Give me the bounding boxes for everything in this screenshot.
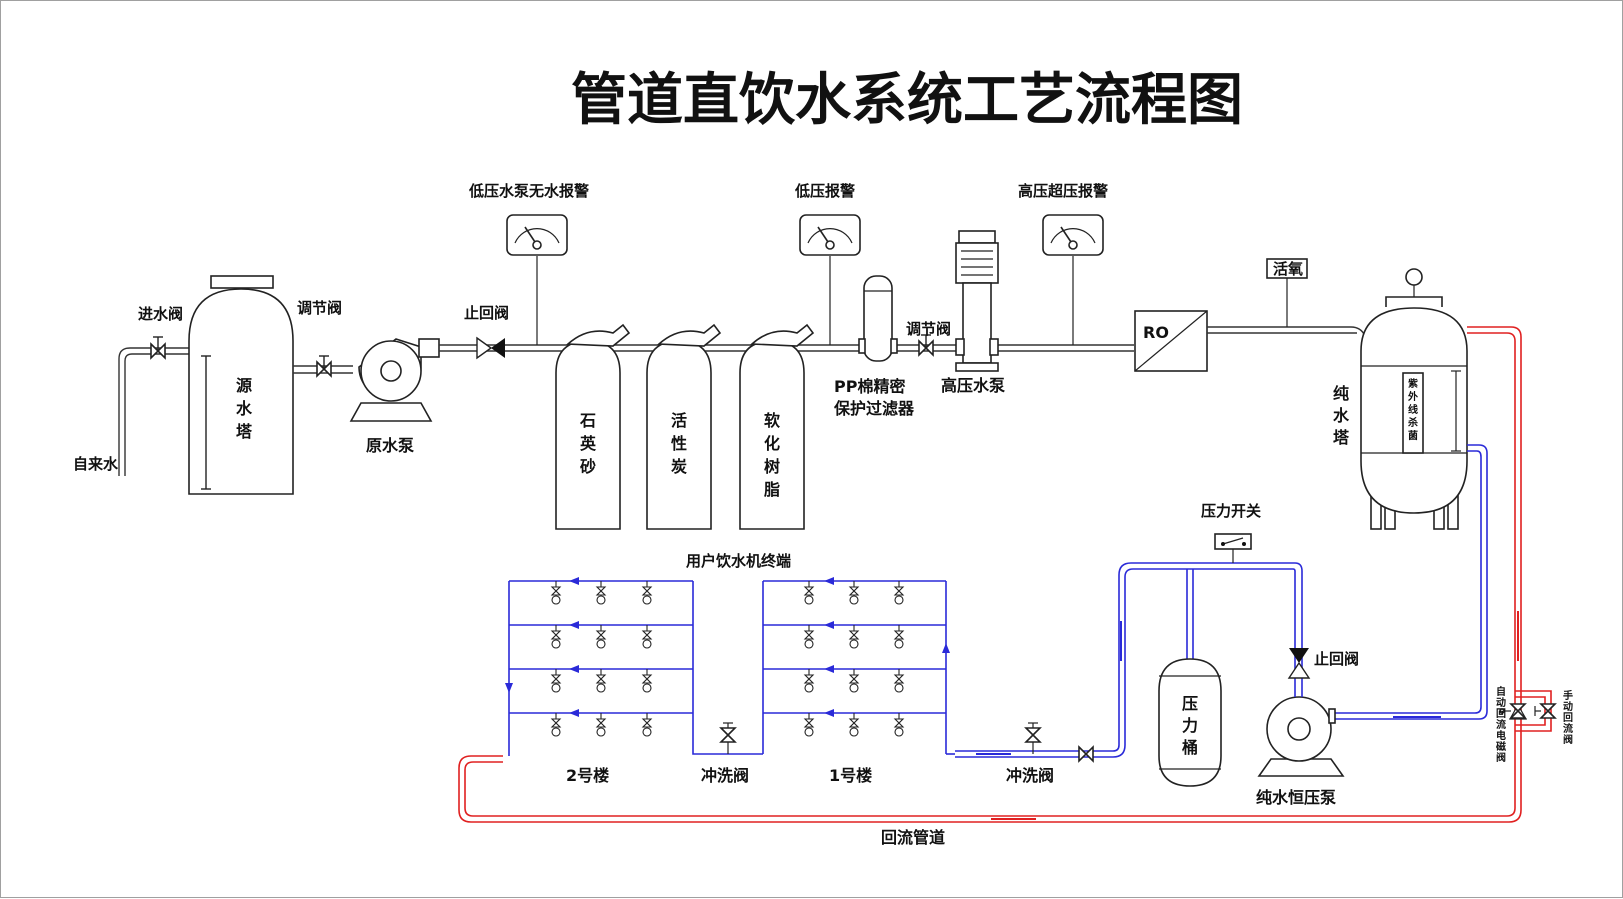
softening-resin-filter (739, 323, 815, 530)
quartz-sand-filter (555, 323, 631, 530)
check-valve-1 (476, 336, 505, 360)
tank-char-1: 压 (1182, 694, 1198, 713)
source-tower-char-3: 塔 (236, 422, 253, 441)
tank-char-2: 力 (1182, 716, 1198, 735)
uv-char-4: 杀 (1408, 416, 1418, 429)
return-pipe-label: 回流管道 (881, 828, 945, 847)
resin-char-1: 软 (764, 411, 780, 430)
manual-valve-char-1: 手 (1563, 689, 1573, 702)
supply-valve (1078, 745, 1094, 763)
pp-precision-filter (858, 275, 898, 362)
pure-tower-char-1: 纯 (1333, 384, 1349, 403)
high-pressure-alarm-label: 高压超压报警 (1018, 182, 1108, 200)
inlet-valve-label: 进水阀 (138, 305, 183, 323)
low-pressure-alarm-label: 低压报警 (794, 182, 855, 200)
tap-water-label: 自来水 (73, 455, 119, 473)
auto-valve-char-2: 动 (1496, 696, 1506, 709)
pp-filter-label-1: PP棉精密 (834, 377, 905, 396)
pure-water-pump (1257, 696, 1345, 777)
auto-valve-char-1: 自 (1496, 685, 1506, 698)
carbon-char-3: 炭 (671, 457, 687, 476)
resin-char-2: 化 (764, 434, 780, 453)
check-valve-1-label: 止回阀 (464, 304, 509, 322)
high-pressure-pump-label: 高压水泵 (941, 376, 1005, 395)
pure-water-tower (1360, 268, 1468, 530)
diagram-title: 管道直饮水系统工艺流程图 (571, 68, 1243, 133)
pp-filter-label-2: 保护过滤器 (833, 399, 915, 418)
high-pressure-pump (955, 230, 999, 372)
ro-label: RO (1143, 323, 1169, 342)
resin-char-3: 树 (764, 457, 780, 476)
regulating-valve-1-label: 调节阀 (297, 299, 342, 317)
uv-char-1: 紫 (1408, 377, 1418, 390)
auto-valve-char-7: 阀 (1496, 751, 1506, 764)
quartz-char-1: 石 (579, 411, 596, 430)
auto-valve-char-4: 流 (1496, 718, 1506, 731)
low-pressure-gauge (799, 214, 861, 256)
flush-valve-2-label: 冲洗阀 (1006, 766, 1054, 785)
auto-return-solenoid-valve (1499, 703, 1528, 720)
flush-valve-1 (719, 722, 737, 754)
building-2-label: 2号楼 (566, 766, 609, 785)
uv-char-3: 线 (1408, 403, 1418, 416)
manual-valve-char-3: 回 (1563, 712, 1573, 724)
ro-membrane (1134, 310, 1208, 372)
quartz-char-2: 英 (579, 434, 597, 453)
resin-char-4: 脂 (764, 480, 780, 499)
manual-valve-char-2: 动 (1563, 700, 1573, 713)
user-terminal-label: 用户饮水机终端 (686, 552, 791, 570)
auto-valve-char-6: 磁 (1496, 740, 1506, 753)
building-1-label: 1号楼 (829, 766, 872, 785)
auto-valve-char-5: 电 (1496, 729, 1506, 742)
raw-pump-label: 原水泵 (366, 436, 414, 455)
uv-char-2: 外 (1407, 390, 1418, 403)
low-pressure-pump-alarm-label: 低压水泵无水报警 (468, 182, 589, 200)
check-valve-2 (1287, 648, 1311, 679)
pressure-switch-label: 压力开关 (1201, 502, 1261, 520)
regulating-valve-1 (316, 355, 332, 378)
regulating-valve-2 (918, 334, 934, 357)
flush-valve-2 (1024, 722, 1042, 754)
ozone-label: 活氧 (1273, 260, 1303, 278)
tap-water-pipe (118, 347, 189, 476)
low-pressure-pump-gauge (506, 214, 568, 256)
pure-tower-char-2: 水 (1333, 406, 1350, 425)
pure-tower-char-3: 塔 (1333, 428, 1350, 447)
activated-carbon-filter (646, 323, 722, 530)
flush-valve-1-label: 冲洗阀 (701, 766, 749, 785)
manual-return-valve (1534, 703, 1557, 719)
source-water-tower (188, 275, 294, 495)
uv-char-5: 菌 (1408, 429, 1418, 442)
carbon-char-1: 活 (671, 411, 687, 430)
quartz-char-3: 砂 (580, 457, 596, 476)
source-tower-char-2: 水 (236, 399, 253, 418)
source-tower-char-1: 源 (236, 376, 252, 395)
inlet-valve (150, 336, 166, 360)
manual-valve-char-5: 阀 (1563, 733, 1573, 746)
pressure-switch (1214, 533, 1252, 550)
high-pressure-gauge (1042, 214, 1104, 256)
regulating-valve-2-label: 调节阀 (906, 320, 951, 338)
carbon-char-2: 性 (671, 434, 687, 453)
pure-pump-label: 纯水恒压泵 (1256, 788, 1336, 807)
manual-valve-char-4: 流 (1563, 722, 1573, 735)
raw-water-pump (349, 338, 440, 422)
auto-valve-char-3: 回 (1496, 708, 1506, 720)
tank-char-3: 桶 (1182, 738, 1198, 757)
pressure-tank (1158, 658, 1222, 787)
check-valve-2-label: 止回阀 (1314, 650, 1359, 668)
ozone-box (1266, 258, 1308, 279)
